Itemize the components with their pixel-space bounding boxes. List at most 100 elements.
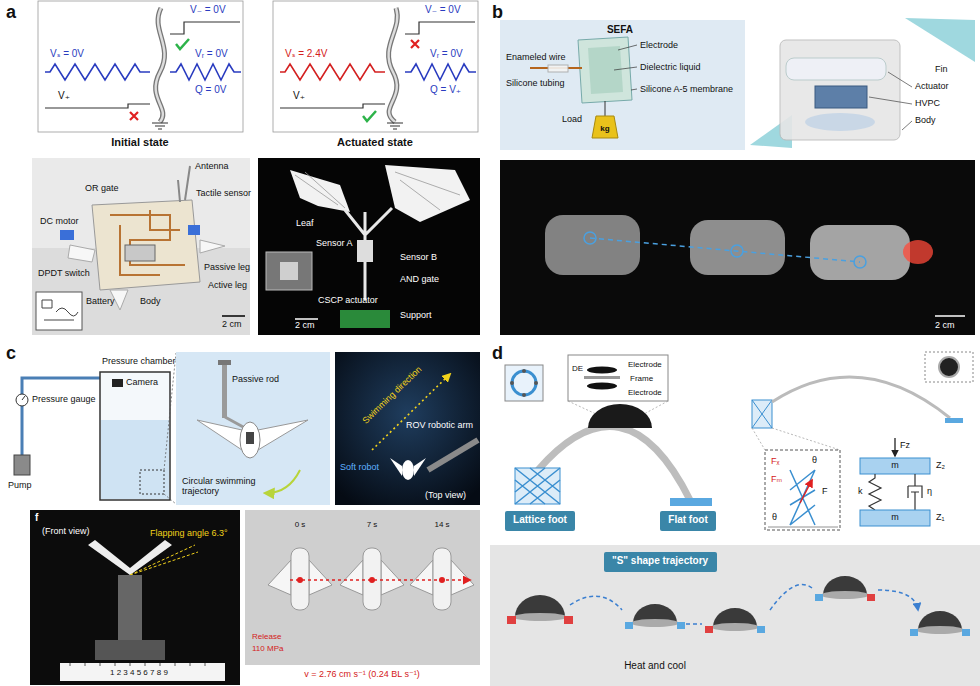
- circuit-diagram: [280, 104, 385, 108]
- jump-mechanics: [860, 458, 930, 474]
- jump-mechanics: [939, 357, 959, 377]
- plant-robot-photo: [295, 318, 318, 320]
- angle-symbol: θ: [772, 512, 777, 522]
- jump-mechanics: [752, 400, 772, 428]
- trajectory-band: [916, 626, 964, 634]
- zoom-inset: [197, 420, 242, 450]
- trajectory-band: [625, 604, 685, 629]
- zoom-inset: [176, 352, 330, 505]
- circuit-diagram: [170, 22, 240, 34]
- sefa-schematic: [588, 46, 623, 94]
- trajectory-band: [564, 616, 573, 624]
- ruler-numbers: 1 2 3 4 5 6 7 8 9: [110, 668, 168, 677]
- panel-letter: c: [6, 343, 16, 364]
- jump-mechanics: [894, 438, 895, 456]
- box-text: "S" shape trajectory: [611, 555, 710, 567]
- zoom-inset: [258, 420, 308, 450]
- part-label: Fin: [935, 64, 948, 74]
- plant-robot-photo: [345, 208, 392, 300]
- circuit-diagram: [363, 111, 376, 121]
- speed-caption: v = 2.76 cm s⁻¹ (0.24 BL s⁻¹): [304, 669, 419, 679]
- part-label: Passive leg: [204, 262, 250, 272]
- pressure-setup: [140, 470, 164, 494]
- circuit-diagram: [170, 64, 241, 80]
- process-label: Heat and cool: [624, 660, 686, 672]
- part-label: Camera: [126, 377, 158, 387]
- pressure-setup: [22, 378, 100, 455]
- voltage-label: V₊: [293, 90, 305, 102]
- force-label: Fₓ: [771, 456, 779, 466]
- pressure-setup: [22, 396, 25, 400]
- condition-label: 110 MPa: [252, 644, 283, 653]
- part-label: DE: [572, 364, 583, 373]
- release-photo: [433, 548, 451, 610]
- dome-robot-sketch: [522, 393, 526, 397]
- plant-robot-photo: [258, 158, 480, 335]
- dome-robot-sketch: [538, 427, 690, 500]
- front-view-photo: [95, 640, 165, 660]
- trajectory-band: [910, 611, 970, 636]
- plant-robot-photo: [290, 170, 350, 212]
- zoom-inset: [240, 422, 260, 458]
- front-view-photo: [60, 663, 225, 681]
- plant-robot-photo: [266, 252, 312, 290]
- panel-letter: d: [492, 343, 503, 364]
- swimming-photo: [500, 160, 975, 335]
- swimming-photo: [590, 238, 860, 262]
- zoom-inset: [225, 417, 245, 428]
- part-label: Silicone A-5 membrane: [640, 84, 733, 94]
- jump-mechanics: [869, 474, 881, 510]
- state-caption: Actuated state: [337, 136, 413, 149]
- jump-mechanics: [765, 450, 840, 530]
- underwater-photo: [402, 460, 414, 480]
- voltage-label: Vᵣ = 0V: [195, 48, 228, 60]
- swimming-photo: [690, 220, 785, 275]
- zoom-inset: [176, 352, 330, 505]
- circuit-diagram: [38, 1, 243, 132]
- jump-mechanics: [752, 352, 973, 530]
- trajectory-band: [867, 594, 875, 601]
- voltage-label: V₋ = 0V: [425, 4, 461, 16]
- jump-mechanics: [908, 474, 922, 510]
- pressure-setup: [100, 372, 170, 500]
- plant-robot-photo: [340, 310, 390, 328]
- trajectory-band: [625, 622, 633, 629]
- circuit-diagram: [280, 64, 385, 80]
- pressure-setup: [101, 420, 169, 499]
- dome-robot-sketch: [568, 355, 668, 401]
- part-label: Soft robot: [340, 462, 379, 472]
- circuit-diagram: [411, 40, 419, 48]
- front-view-photo: [30, 510, 240, 685]
- robot-render: [905, 18, 975, 62]
- part-label: Battery: [86, 296, 115, 306]
- robot-photo: [32, 158, 250, 335]
- damper-label: η: [927, 486, 932, 496]
- part-label: Support: [400, 310, 432, 320]
- voltage-label: V₊: [58, 90, 70, 102]
- trajectory-band: [711, 623, 759, 631]
- force-label: Fₘ: [771, 474, 782, 484]
- voltage-label: Vₛ = 2.4V: [285, 48, 327, 60]
- underwater-photo: [372, 374, 450, 450]
- part-label: Electrode: [640, 40, 678, 50]
- jump-mechanics: [800, 480, 812, 503]
- trajectory-band: [962, 629, 970, 636]
- trajectory-band: [507, 616, 516, 624]
- part-label: Antenna: [195, 161, 229, 171]
- trajectory-band: [570, 584, 918, 624]
- dome-robot-sketch: [512, 371, 536, 395]
- sefa-schematic: [578, 37, 632, 103]
- robot-render: [805, 113, 875, 131]
- release-photo: [439, 577, 445, 583]
- robot-photo: [110, 210, 185, 275]
- dome-robot-sketch: [584, 376, 620, 379]
- dome-robot-sketch: [588, 404, 652, 428]
- sefa-schematic: [500, 20, 745, 150]
- release-photo: [369, 577, 375, 583]
- trajectory-band: [490, 545, 980, 686]
- position-label: Z₂: [936, 460, 945, 470]
- pressure-setup: [112, 379, 123, 387]
- time-label: 7 s: [367, 520, 378, 529]
